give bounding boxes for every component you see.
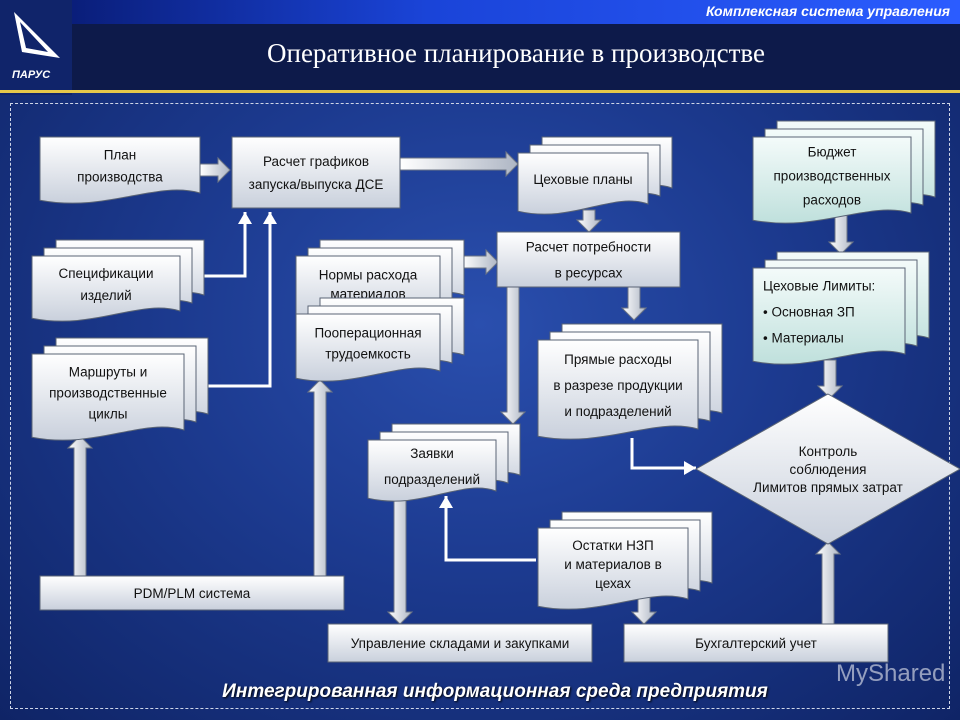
brand-label: Комплексная система управления — [705, 3, 950, 19]
title-bar — [72, 24, 960, 90]
node-label-budget: производственных — [774, 169, 891, 184]
top-bar: Комплексная система управления — [72, 0, 960, 24]
node-label-schedule_calc: Расчет графиков — [263, 154, 369, 169]
logo-text: ПАРУС — [12, 69, 51, 81]
arrow-shop-plans-to-resource — [575, 209, 603, 233]
line-direct-costs-to-control — [630, 438, 696, 470]
node-production_plan — [39, 136, 201, 204]
node-label-accounting: Бухгалтерский учет — [695, 636, 817, 651]
node-label-requests: подразделений — [384, 472, 480, 487]
watermark: MyShared — [836, 660, 946, 687]
arrow-schedule-to-shop-plans — [399, 150, 519, 178]
node-routes — [31, 337, 209, 441]
node-label-specifications: Спецификации — [58, 266, 153, 281]
node-specifications — [31, 239, 205, 322]
node-label-control: соблюдения — [790, 462, 867, 477]
node-label-limits: Цеховые Лимиты: — [763, 279, 875, 294]
node-warehouse — [327, 623, 593, 663]
node-label-budget: Бюджет — [808, 145, 857, 160]
node-label-labor: трудоемкость — [325, 347, 411, 362]
line-direct-costs-to-control-head — [684, 461, 696, 475]
node-label-routes: производственные — [49, 386, 167, 401]
node-accounting — [623, 623, 889, 663]
node-label-production_plan: производства — [77, 170, 163, 185]
accent-divider — [0, 90, 960, 93]
node-label-shop_plans: Цеховые планы — [533, 172, 632, 187]
node-shop_plans — [517, 136, 673, 215]
arrow-resource-to-requests — [499, 286, 527, 425]
node-schedule_calc — [231, 136, 401, 209]
node-label-pdm: PDM/PLM система — [134, 586, 251, 601]
node-label-schedule_calc: запуска/выпуска ДСЕ — [249, 177, 384, 192]
arrow-resource-to-direct-costs — [620, 286, 648, 321]
page-title: Оперативное планирование в производстве — [267, 38, 765, 68]
node-label-labor: Пооперационная — [314, 326, 421, 341]
arrow-norms-to-resource — [461, 248, 499, 276]
node-wip — [537, 511, 713, 610]
node-label-routes: Маршруты и — [69, 365, 148, 380]
sail-logo-icon: ПАРУС — [12, 12, 60, 81]
node-label-wip: Остатки НЗП — [572, 538, 653, 553]
node-budget — [752, 120, 936, 224]
node-label-control: Лимитов прямых затрат — [753, 480, 903, 495]
footer-caption: Интегрированная информационная среда пре… — [222, 681, 768, 702]
node-label-limits: • Основная ЗП — [763, 305, 855, 320]
node-label-direct_costs: Прямые расходы — [564, 352, 672, 367]
line-specs-to-schedule — [200, 212, 247, 278]
node-label-wip: и материалов в — [564, 557, 662, 572]
node-direct_costs — [537, 323, 723, 440]
node-label-budget: расходов — [803, 193, 861, 208]
node-label-limits: • Материалы — [763, 331, 844, 346]
line-routes-to-schedule-head — [263, 212, 277, 224]
arrow-budget-to-limits — [827, 211, 855, 255]
node-label-specifications: изделий — [80, 288, 131, 303]
node-label-routes: циклы — [89, 407, 128, 422]
node-requests — [367, 423, 521, 502]
arrow-plan-to-schedule — [199, 156, 231, 184]
node-pdm — [39, 575, 345, 611]
logo: ПАРУС — [0, 0, 72, 95]
connectors — [66, 150, 855, 625]
node-label-requests: Заявки — [410, 446, 454, 461]
node-label-control: Контроль — [799, 444, 858, 459]
node-label-wip: цехах — [595, 576, 631, 591]
node-control — [694, 393, 960, 545]
line-specs-to-schedule-head — [238, 212, 252, 224]
node-label-direct_costs: в разрезе продукции — [553, 378, 682, 393]
line-routes-to-schedule — [208, 212, 272, 388]
line-wip-to-requests-head — [439, 496, 453, 508]
diagram-frame — [10, 103, 950, 709]
arrow-pdm-to-routes — [66, 435, 94, 577]
node-label-resource_calc: Расчет потребности — [526, 240, 651, 255]
node-label-direct_costs: и подразделений — [564, 404, 671, 419]
node-limits — [752, 251, 930, 365]
node-label-material_norms: Нормы расхода — [319, 268, 418, 283]
node-resource_calc — [496, 231, 681, 288]
arrow-pdm-to-labor — [306, 379, 334, 577]
arrow-limits-to-control — [816, 359, 844, 399]
node-labor — [295, 297, 465, 382]
node-label-resource_calc: в ресурсах — [555, 266, 623, 281]
arrow-requests-to-warehouse — [386, 499, 414, 625]
line-wip-to-requests — [444, 496, 536, 562]
node-label-production_plan: План — [104, 148, 137, 163]
arrow-accounting-to-control — [814, 541, 842, 625]
node-label-warehouse: Управление складами и закупками — [351, 636, 570, 651]
